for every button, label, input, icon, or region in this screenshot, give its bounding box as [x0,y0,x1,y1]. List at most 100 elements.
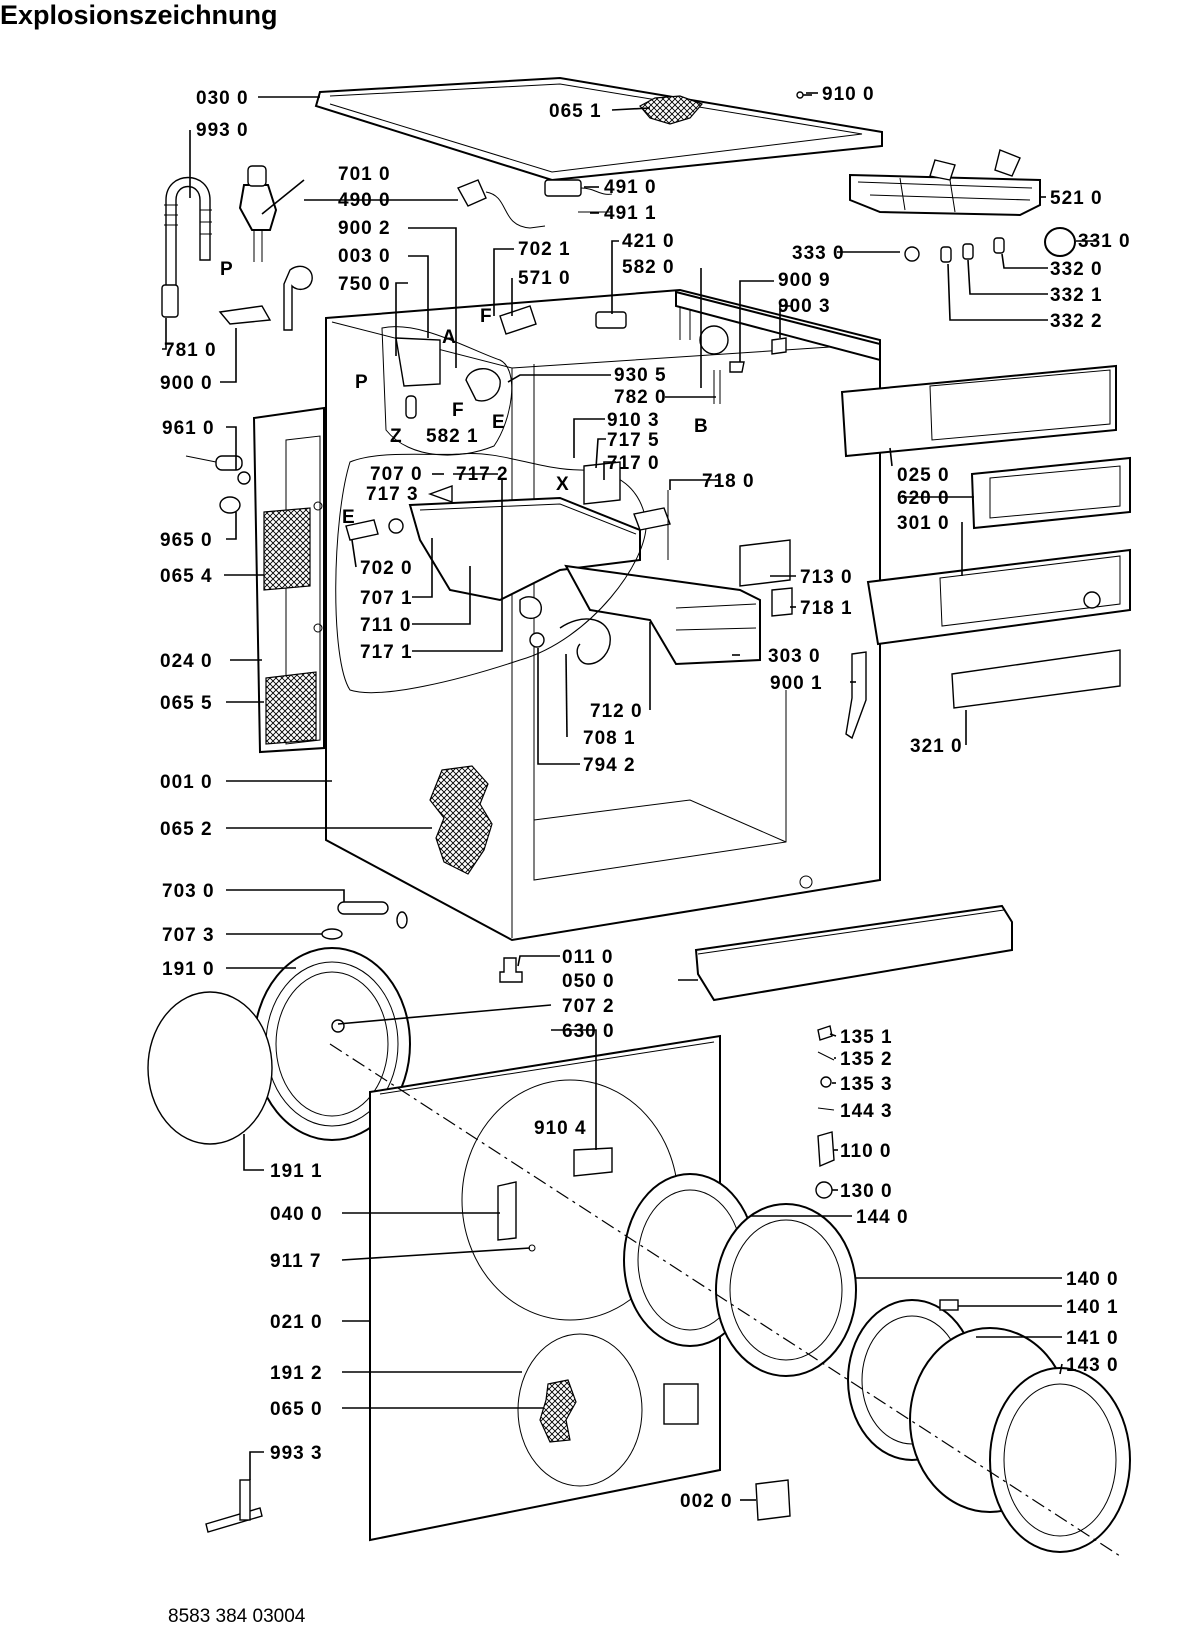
label-701-0: 701 0 [338,164,391,185]
label-135-3: 135 3 [840,1074,893,1095]
label-961-0: 961 0 [162,418,215,439]
label-630-0: 630 0 [562,1021,615,1042]
label-143-0: 143 0 [1066,1355,1119,1376]
label-711-0: 711 0 [360,615,412,636]
label-900-9: 900 9 [778,270,831,291]
label-900-2: 900 2 [338,218,391,239]
label-707-1: 707 1 [360,588,413,609]
label-040-0: 040 0 [270,1204,323,1225]
label-521-0: 521 0 [1050,188,1103,209]
label-191-0: 191 0 [162,959,215,980]
label-582-0: 582 0 [622,257,675,278]
rear-panel-part [252,406,325,754]
label-130-0: 130 0 [840,1181,893,1202]
label-910-4: 910 4 [534,1118,587,1139]
label-331-0: 331 0 [1078,231,1131,252]
label-003-0: 003 0 [338,246,391,267]
front-panel-part [369,1034,721,1542]
label-140-1: 140 1 [1066,1297,1119,1318]
inlet-hose-part [161,176,212,318]
label-491-0: 491 0 [604,177,657,198]
pump-and-switch-part [395,305,787,419]
label-582-1: 582 1 [426,426,479,447]
label-490-0: 490 0 [338,190,391,211]
label-717-2: 717 2 [456,464,509,485]
label-718-0: 718 0 [702,471,755,492]
label-911-7: 911 7 [270,1251,322,1272]
label-002-0: 002 0 [680,1491,733,1512]
bracket-part [218,265,313,331]
label-713-0: 713 0 [800,567,853,588]
label-491-1: 491 1 [604,203,657,224]
label-144-3: 144 3 [840,1101,893,1122]
label-794-2: 794 2 [583,755,636,776]
detergent-housing-part [345,485,761,666]
label-321-0: 321 0 [910,736,963,757]
screw-part [796,91,812,99]
label-707-3: 707 3 [162,925,215,946]
label-900-3: 900 3 [778,296,831,317]
label-900-0: 900 0 [160,373,213,394]
door-glass-part [715,1203,857,1377]
label-050-0: 050 0 [562,971,615,992]
label-620-0: 620 0 [897,488,950,509]
plinth-part [694,904,1013,1002]
label-707-2: 707 2 [562,996,615,1017]
door-frame-part [909,1327,1131,1553]
label-024-0: 024 0 [160,651,213,672]
door-hardware-part [815,1025,835,1199]
water-valve-part [238,165,278,262]
label-301-0: 301 0 [897,513,950,534]
control-knobs-part [904,227,1076,263]
label-332-1: 332 1 [1050,285,1103,306]
label-702-1: 702 1 [518,239,571,260]
label-707-0: 707 0 [370,464,423,485]
label-141-0: 141 0 [1066,1328,1119,1349]
label-303-0: 303 0 [768,646,821,667]
label-135-2: 135 2 [840,1049,893,1070]
drawer-fittings-part [583,461,867,740]
label-717-3: 717 3 [366,484,419,505]
label-333-0: 333 0 [792,243,845,264]
label-065-5: 065 5 [160,693,213,714]
label-712-0: 712 0 [590,701,643,722]
page-title: Explosionszeichnung [0,0,278,30]
label-001-0: 001 0 [160,772,213,793]
label-900-1: 900 1 [770,673,823,694]
tool-part [205,1479,791,1533]
hinge-pin-part [321,901,523,983]
dispenser-top-part [849,149,1041,217]
label-782-0: 782 0 [614,387,667,408]
label-021-0: 021 0 [270,1312,323,1333]
marker-p-valve: P [355,372,369,393]
control-panel-part [840,364,1131,709]
label-011-0: 011 0 [562,947,614,968]
label-993-3: 993 3 [270,1443,323,1464]
label-030-0: 030 0 [196,88,249,109]
label-702-0: 702 0 [360,558,413,579]
label-718-1: 718 1 [800,598,853,619]
label-717-5: 717 5 [607,430,660,451]
part-labels: 030 0 065 1 910 0 993 0 701 0 490 0 900 … [160,84,1131,1512]
label-065-0: 065 0 [270,1399,323,1420]
small-fittings-part [185,455,251,514]
label-421-0: 421 0 [622,231,675,252]
marker-e-top: E [492,412,506,433]
label-781-0: 781 0 [164,340,217,361]
label-930-5: 930 5 [614,365,667,386]
label-135-1: 135 1 [840,1027,893,1048]
label-332-2: 332 2 [1050,311,1103,332]
label-717-1: 717 1 [360,642,413,663]
label-750-0: 750 0 [338,274,391,295]
label-144-0: 144 0 [856,1207,909,1228]
label-717-0: 717 0 [607,453,660,474]
label-910-0: 910 0 [822,84,875,105]
cabinet-part [325,288,881,942]
label-065-1: 065 1 [549,101,602,122]
label-191-1: 191 1 [270,1161,323,1182]
label-571-0: 571 0 [518,268,571,289]
label-140-0: 140 0 [1066,1269,1119,1290]
document-number: 8583 384 03004 [168,1606,306,1627]
marker-p-hose: P [220,259,234,280]
